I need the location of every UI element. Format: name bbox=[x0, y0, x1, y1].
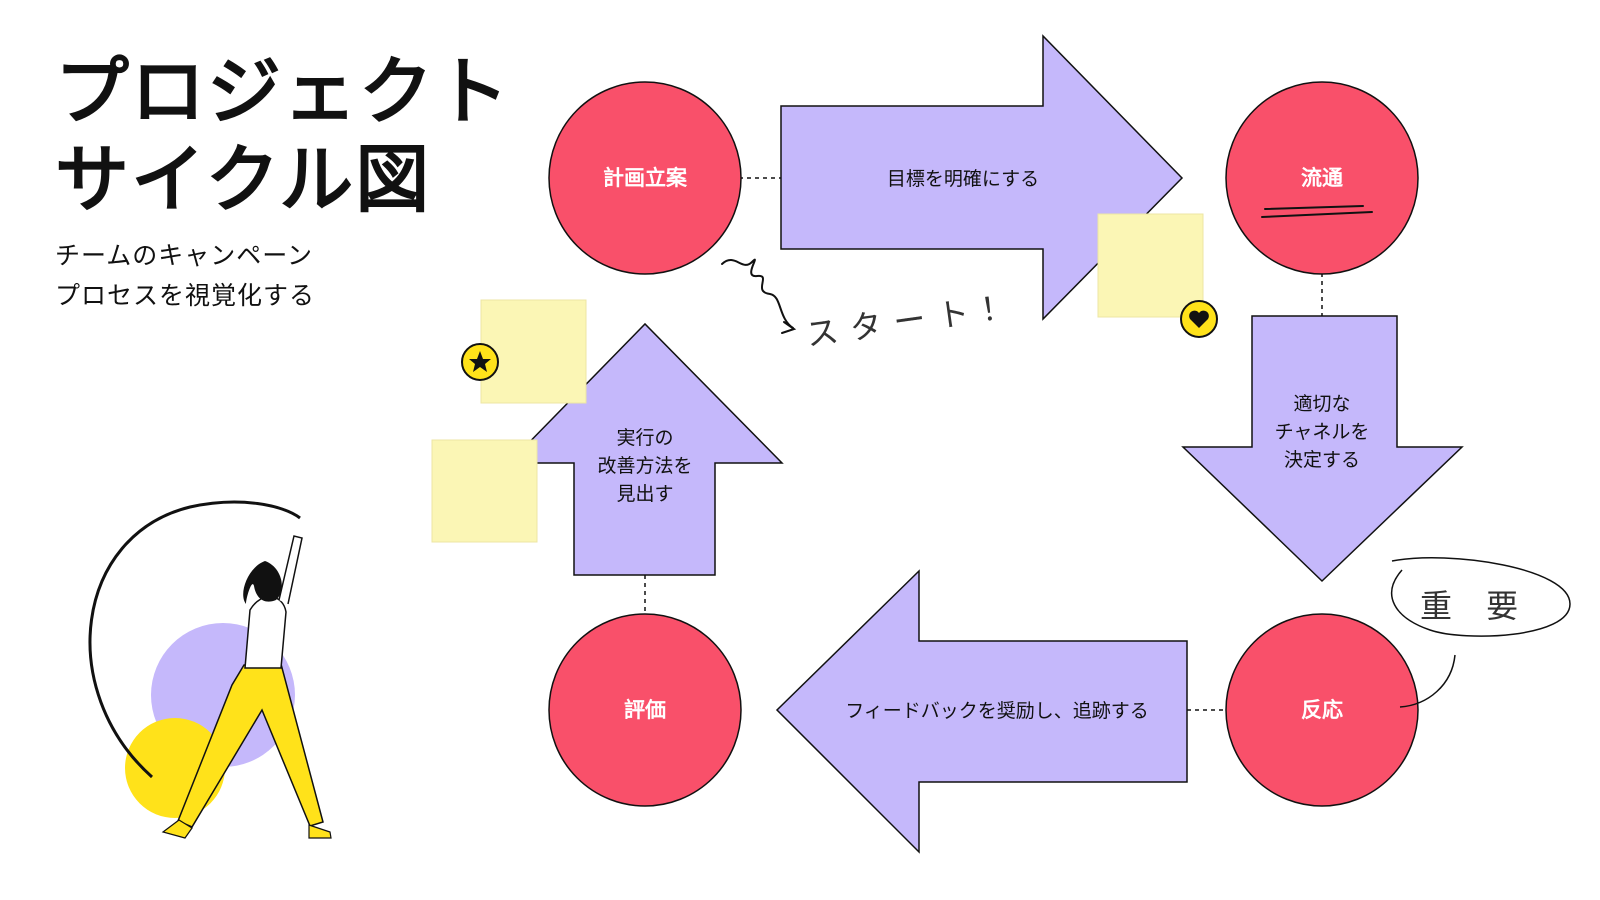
page-title: プロジェクト サイクル図 bbox=[55, 48, 511, 224]
arrow-label-goal: 目標を明確にする bbox=[887, 168, 1039, 190]
stage-circle-distribution bbox=[1225, 81, 1419, 275]
squiggle-arrow bbox=[721, 258, 794, 329]
stage-label-evaluation: 評価 bbox=[624, 698, 666, 722]
page-subtitle: チームのキャンペーン プロセスを視覚化する bbox=[55, 236, 315, 316]
annotation-ellipse bbox=[1390, 557, 1571, 637]
annotation-important: 重 要 bbox=[1420, 587, 1530, 625]
arrow-label-feedback: フィードバックを奨励し、追跡する bbox=[845, 700, 1149, 722]
title-line-2: サイクル図 bbox=[55, 137, 432, 223]
illustration-shoe bbox=[161, 819, 193, 839]
illustration-arm bbox=[278, 535, 303, 605]
underline-scribble bbox=[1264, 205, 1364, 210]
sticky-note[interactable] bbox=[1097, 213, 1204, 318]
annotation-leader-line bbox=[1399, 654, 1456, 708]
arrow-label-improve-2: 改善方法を bbox=[597, 455, 692, 477]
arrow-channel bbox=[1181, 315, 1464, 583]
stage-label-response: 反応 bbox=[1301, 698, 1343, 722]
arrow-label-improve-3: 見出す bbox=[616, 483, 673, 505]
squiggle-arrowhead bbox=[781, 321, 797, 334]
arrow-label-improve-1: 実行の bbox=[616, 427, 673, 449]
stage-label-plan: 計画立案 bbox=[603, 166, 688, 190]
stage-circle-evaluation bbox=[548, 613, 742, 807]
heart-icon bbox=[1180, 300, 1218, 338]
arrow-label-channel-1: 適切な bbox=[1293, 393, 1350, 415]
subtitle-line-1: チームのキャンペーン bbox=[55, 241, 314, 270]
underline-scribble bbox=[1261, 211, 1373, 218]
arrow-label-channel-2: チャネルを bbox=[1275, 421, 1370, 443]
illustration-legs bbox=[177, 663, 324, 828]
annotation-start: スタート！ bbox=[804, 286, 1027, 354]
illustration-shirt bbox=[244, 596, 287, 669]
arrow-improve bbox=[507, 322, 784, 576]
sticky-note[interactable] bbox=[480, 299, 587, 404]
arrow-feedback bbox=[775, 569, 1188, 854]
woman-illustration bbox=[88, 500, 332, 839]
arrow-label-channel-3: 決定する bbox=[1284, 449, 1360, 471]
stage-label-distribution: 流通 bbox=[1301, 166, 1343, 190]
stage-circle-plan bbox=[548, 81, 742, 275]
subtitle-line-2: プロセスを視覚化する bbox=[55, 281, 316, 310]
title-line-1: プロジェクト bbox=[55, 49, 511, 135]
illustration-shoe bbox=[308, 824, 332, 839]
star-icon bbox=[461, 343, 499, 381]
sticky-note[interactable] bbox=[431, 439, 538, 543]
illustration-arc bbox=[88, 500, 301, 779]
illustration-hair bbox=[243, 561, 282, 604]
stage-circle-response bbox=[1225, 613, 1419, 807]
